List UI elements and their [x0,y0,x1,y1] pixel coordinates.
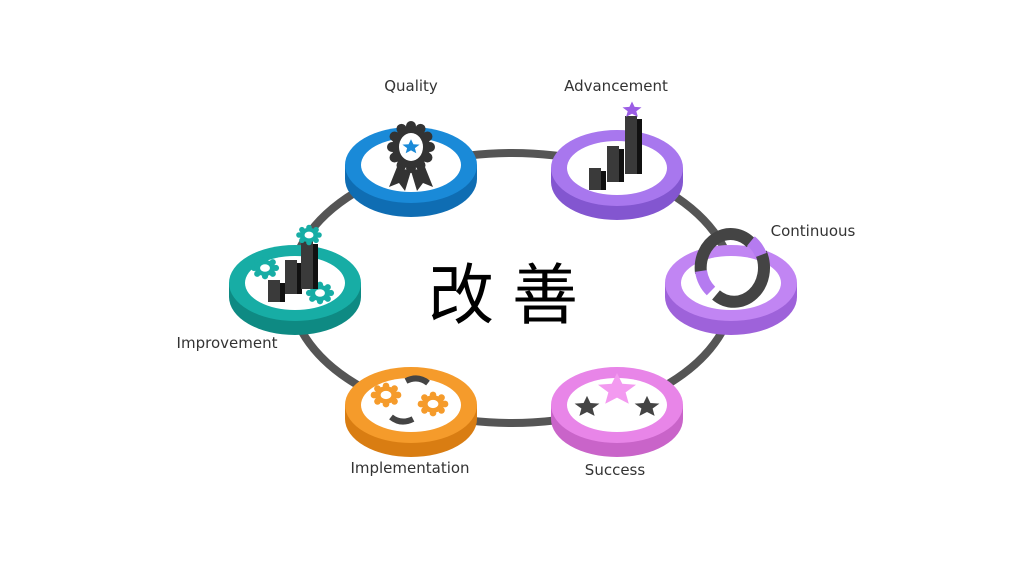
star-icon [402,139,420,154]
gear-icon [250,256,280,280]
award-ribbon-icon [387,121,435,191]
label-improvement: Improvement [176,334,278,352]
bar-icon [589,168,601,190]
bar-icon [625,116,637,174]
gear-icon [417,391,449,417]
node-continuous [665,228,797,335]
kaizen-title: 改善 [428,257,596,334]
bar-icon [268,280,280,302]
star-icon [634,395,660,416]
node-success [551,367,683,457]
star-icon [622,101,642,117]
node-improvement [229,224,361,335]
bar-icon [607,146,619,182]
label-implementation: Implementation [350,459,470,477]
stars-icon [574,373,660,416]
label-continuous: Continuous [770,222,856,240]
gear-icon [370,382,402,408]
gear-icon [296,224,322,246]
bar-icon [285,260,297,294]
label-success: Success [584,461,646,479]
node-quality [345,121,477,217]
gears-arrows-icon [370,375,449,425]
node-advancement [551,101,683,220]
gears-bar-chart-icon [250,224,335,305]
label-quality: Quality [384,77,438,95]
node-implementation [345,367,477,457]
gear-icon [305,281,335,305]
star-icon [574,395,600,416]
large-star-icon [598,373,636,404]
bar-icon [301,241,313,289]
label-advancement: Advancement [564,77,668,95]
rising-bar-chart-icon [589,101,642,190]
cycle-arrows-icon [694,228,770,308]
